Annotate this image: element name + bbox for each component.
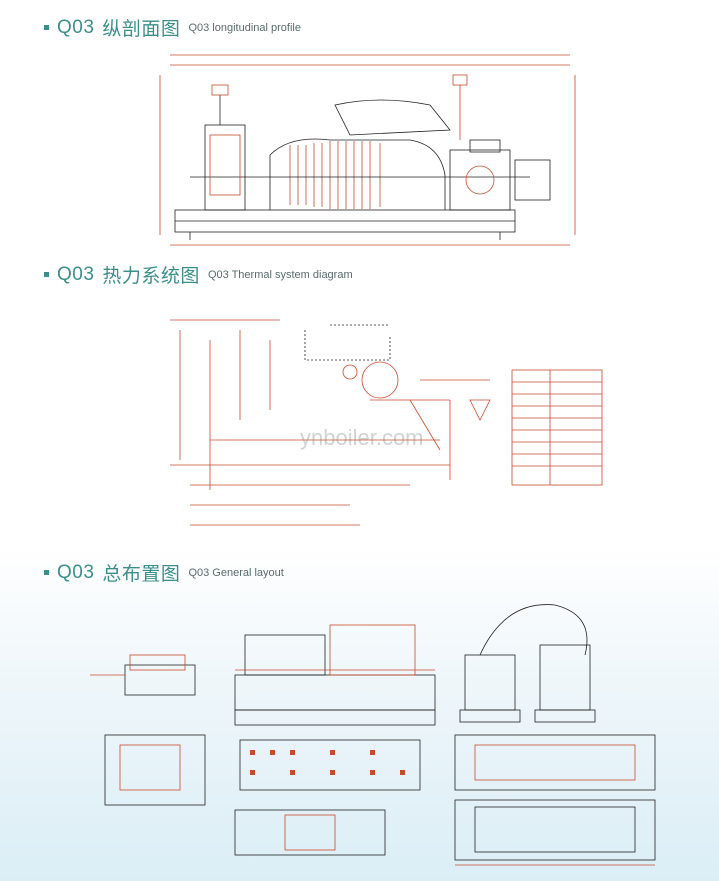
section-code: Q03 [57,263,95,285]
watermark: ynboiler.com [300,425,424,450]
section-title-en: Q03 General layout [188,566,284,579]
section-title-cn: 总布置图 [102,564,181,585]
section-code: Q03 [57,16,95,38]
general-layout-drawing [90,604,656,866]
section-title-cn: 热力系统图 [102,266,200,287]
section-title-longitudinal: Q03 纵剖面图 Q03 longitudinal profile [44,14,301,41]
section-title-layout: Q03 总布置图 Q03 General layout [44,559,284,586]
section-title-thermal: Q03 热力系统图 Q03 Thermal system diagram [44,261,353,288]
section-title-en: Q03 Thermal system diagram [207,268,353,281]
bullet-icon [44,570,49,575]
longitudinal-profile-drawing [159,54,576,246]
bullet-icon [44,25,49,30]
thermal-system-drawing [170,319,603,526]
section-title-cn: 纵剖面图 [102,19,181,40]
section-code: Q03 [57,561,95,583]
section-title-en: Q03 longitudinal profile [188,21,301,34]
bullet-icon [44,272,49,277]
